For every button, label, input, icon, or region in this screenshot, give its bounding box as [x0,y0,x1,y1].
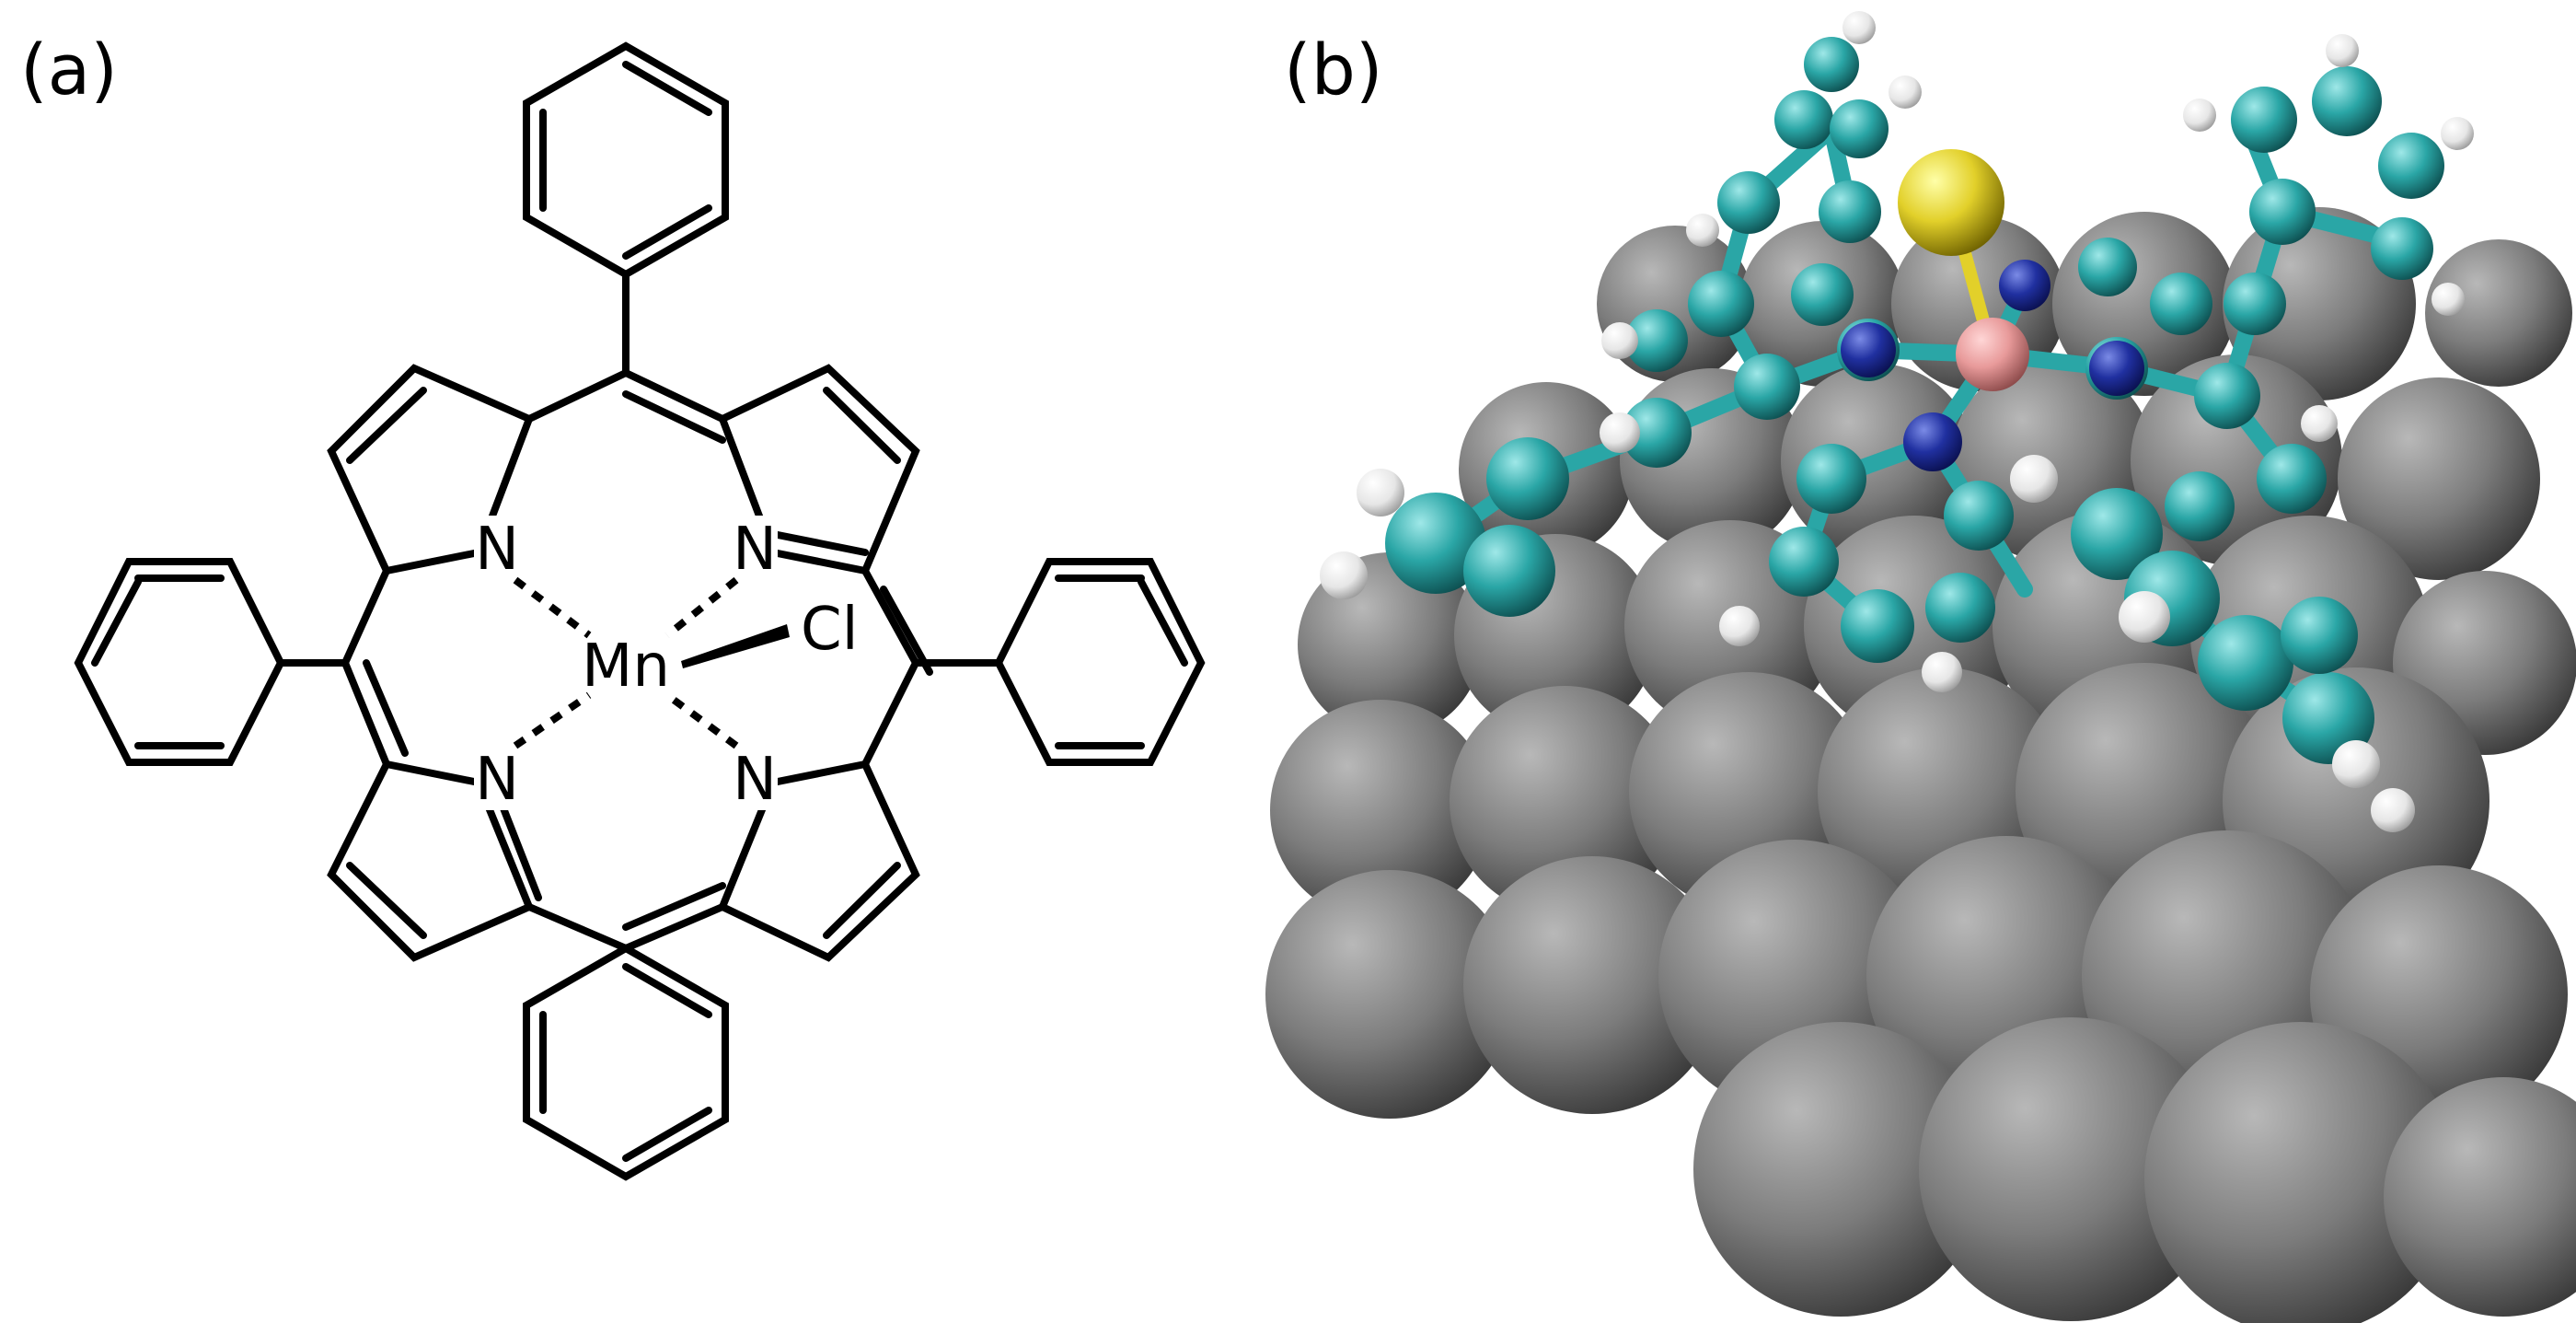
hydrogen-atoms [1320,11,2474,832]
coordination-bonds [513,576,739,749]
panel-b-label: (b) [1284,29,1383,110]
chlorine-atom [1898,149,2004,256]
structural-formula: N N N N Mn Cl [74,41,1206,1181]
chlorine-label: Cl [801,596,858,664]
molecular-render [1265,11,2576,1323]
phenyl-ring-left [74,558,349,766]
nitrogen-atoms [1841,260,2144,471]
panel-a-label: (a) [20,29,118,110]
substrate [1265,207,2576,1323]
nitrogen-label-top-right: N [733,516,777,584]
nitrogen-label-bottom-right: N [733,746,777,814]
nitrogen-labels: N N N N [474,516,778,814]
manganese-atom [1956,318,2029,391]
phenyl-ring-top [523,41,729,377]
nitrogen-label-bottom-left: N [475,746,519,814]
nitrogen-label-top-left: N [475,516,519,584]
manganese-label: Mn [582,632,670,701]
wedge-bond-cl [681,624,790,668]
phenyl-ring-bottom [523,944,729,1181]
phenyl-ring-right [912,558,1206,766]
